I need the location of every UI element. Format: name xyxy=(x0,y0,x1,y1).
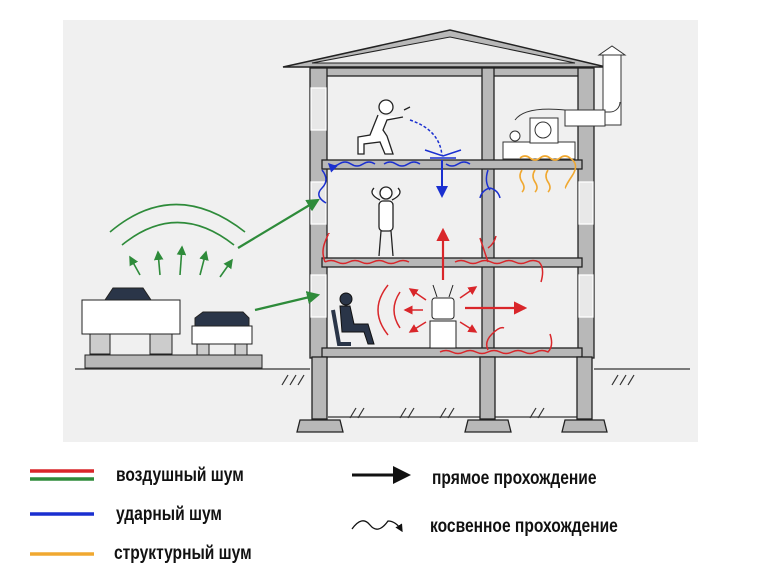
legend-label-indirect: косвенное прохождение xyxy=(430,516,618,537)
person-holding-head-icon xyxy=(371,186,401,257)
car-icon xyxy=(191,311,253,356)
structural-noise-paths xyxy=(519,155,577,193)
legend-label-structural: структурный шум xyxy=(114,543,252,564)
truck-icon xyxy=(81,287,263,369)
legend-swatch-indirect xyxy=(351,520,403,533)
roof xyxy=(282,29,607,68)
legend-label-direct: прямое прохождение xyxy=(432,468,597,489)
traffic-noise-arrows xyxy=(109,198,321,312)
tv-noise-paths xyxy=(322,227,553,355)
person-in-armchair-icon xyxy=(331,292,375,346)
person-hammering-icon xyxy=(357,99,411,155)
chimney-icon xyxy=(564,45,627,127)
impact-noise-paths xyxy=(318,119,501,204)
tv-icon xyxy=(429,284,457,349)
legend-label-airborne: воздушный шум xyxy=(116,465,244,486)
legend-swatches xyxy=(30,466,411,556)
legend-label-impact: ударный шум xyxy=(116,504,222,525)
ground xyxy=(75,368,690,419)
fan-unit-icon xyxy=(502,108,576,160)
